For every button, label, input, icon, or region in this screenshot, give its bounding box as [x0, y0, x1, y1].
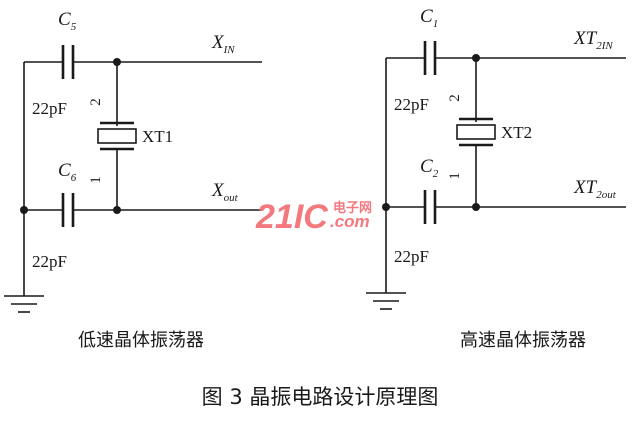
svg-text:.com: .com	[330, 212, 370, 231]
xt1-pin-2: 2	[88, 98, 104, 106]
c2-label: C2	[420, 156, 439, 180]
capacitor-c6	[61, 193, 75, 227]
ground-symbol	[4, 295, 44, 313]
xt2in-label: XT2IN	[573, 28, 613, 52]
low-speed-caption: 低速晶体振荡器	[78, 330, 204, 351]
xt1-label: XT1	[142, 127, 173, 146]
xt2-label: XT2	[501, 123, 532, 142]
xt2-pin-2: 2	[447, 94, 463, 102]
c5-value: 22pF	[32, 99, 67, 118]
xt2out-label: XT2out	[573, 177, 617, 201]
svg-text:电子网: 电子网	[333, 200, 372, 216]
crystal-xt1	[97, 121, 137, 151]
xin-label: XIN	[211, 32, 235, 56]
junction-dot	[472, 54, 480, 62]
c1-value: 22pF	[394, 95, 429, 114]
capacitor-c1	[423, 41, 437, 75]
junction-dot	[20, 206, 28, 214]
xt1-pin-1: 1	[88, 176, 104, 184]
high-speed-oscillator: C1 22pF C2 22pF XT2 2 1 XT2IN XT2out 高速晶…	[366, 6, 626, 351]
low-speed-oscillator: C5 22pF C6 22pF XT1 2 1 XIN Xout 低速晶体振荡器	[4, 9, 262, 351]
junction-dot	[472, 203, 480, 211]
svg-text:21IC: 21IC	[255, 198, 328, 236]
ground-symbol	[366, 292, 406, 310]
c6-value: 22pF	[32, 252, 67, 271]
junction-dot	[113, 206, 121, 214]
c6-label: C6	[58, 160, 77, 184]
xt2-pin-1: 1	[447, 172, 463, 180]
xout-label: Xout	[211, 180, 239, 204]
figure-caption: 图 3 晶振电路设计原理图	[202, 385, 439, 409]
capacitor-c5	[61, 45, 75, 79]
junction-dot	[113, 58, 121, 66]
c1-label: C1	[420, 6, 438, 30]
junction-dot	[382, 203, 390, 211]
high-speed-caption: 高速晶体振荡器	[460, 330, 586, 351]
capacitor-c2	[423, 190, 437, 224]
c2-value: 22pF	[394, 247, 429, 266]
c5-label: C5	[58, 9, 77, 33]
watermark-logo: 21IC 电子网 .com	[255, 198, 372, 236]
crystal-xt2	[456, 117, 496, 147]
